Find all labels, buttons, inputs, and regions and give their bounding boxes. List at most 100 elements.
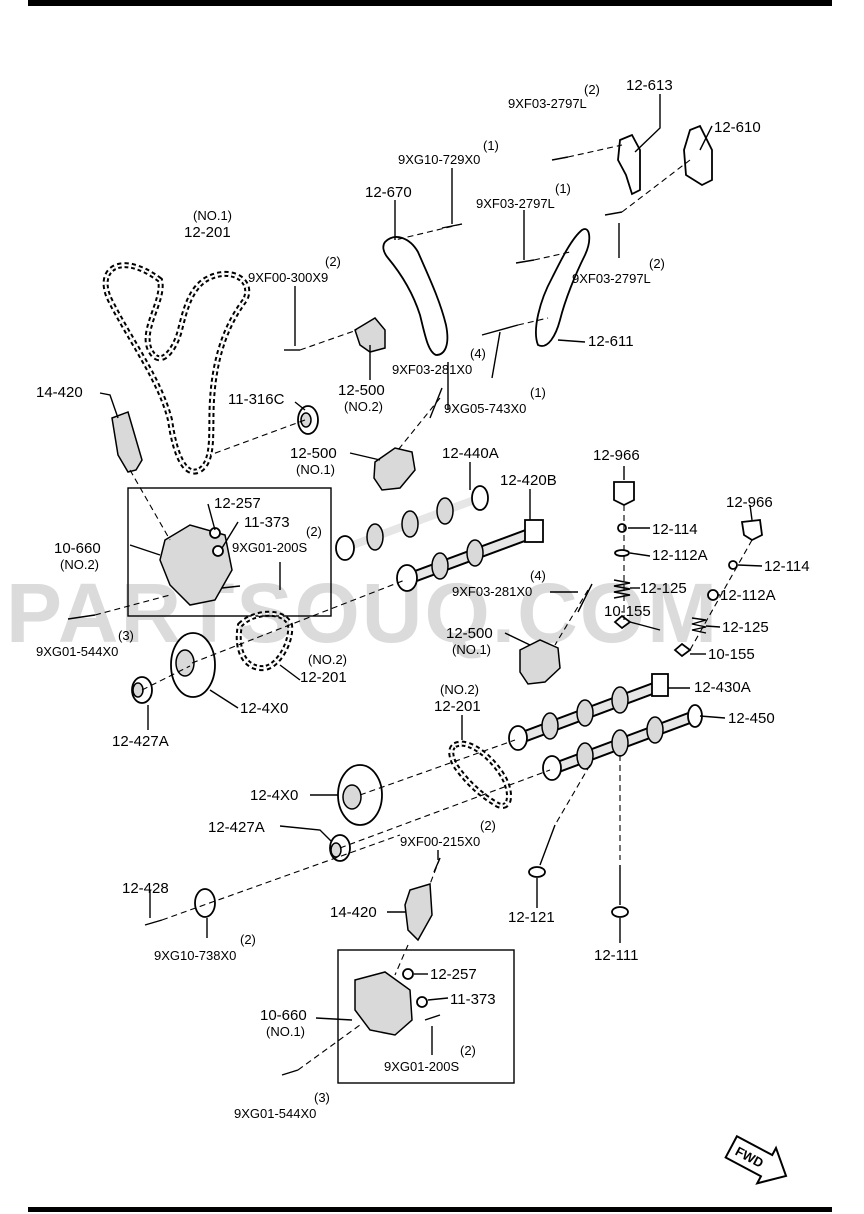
label-9xg01-200s: 9XG01-200S <box>232 540 307 555</box>
guide-bracket-12-613 <box>617 133 641 196</box>
timing-chain-no2-small <box>235 610 294 672</box>
timing-chain-no2-lower <box>448 740 513 809</box>
label-12-500: 12-500 <box>446 625 493 642</box>
label-qty: (3) <box>314 1090 330 1105</box>
label-9xf03-2797l: 9XF03-2797L <box>476 196 555 211</box>
label-12-966: 12-966 <box>593 447 640 464</box>
label-qty: (4) <box>530 568 546 583</box>
label-12-500: 12-500 <box>290 445 337 462</box>
chain-guide-12-670 <box>382 236 449 356</box>
label-12-121: 12-121 <box>508 909 555 926</box>
label-9xg10-729x0: 9XG10-729X0 <box>398 152 480 167</box>
label-no1: (NO.1) <box>193 208 232 223</box>
retainer-12-114-right <box>728 560 738 570</box>
spring-12-125-right <box>691 617 707 634</box>
label-qty: (2) <box>460 1043 476 1058</box>
label-12-428: 12-428 <box>122 880 169 897</box>
spring-12-125-left <box>613 579 631 599</box>
label-12-427a: 12-427A <box>112 733 169 750</box>
camshaft-12-430a <box>508 673 669 751</box>
label-qty: (2) <box>584 82 600 97</box>
valve-12-121 <box>528 824 556 878</box>
bolt-9xf03-2797l-right <box>604 211 623 216</box>
oil-control-valve-box-no2 <box>127 487 332 617</box>
label-12-112a: 12-112A <box>652 547 708 564</box>
label-12-450: 12-450 <box>728 710 775 727</box>
bolt-12-428 <box>144 919 163 926</box>
ocv-body-10-660-no1 <box>354 971 413 1036</box>
label-12-257: 12-257 <box>214 495 261 512</box>
label-10-660: 10-660 <box>260 1007 307 1024</box>
label-12-111: 12-111 <box>594 947 638 964</box>
seal-10-155-right <box>673 642 692 658</box>
label-12-4x0: 12-4X0 <box>240 700 288 717</box>
leader-lines <box>99 94 763 1055</box>
retainer-12-114-left <box>617 523 627 533</box>
label-qty: (2) <box>240 932 256 947</box>
camshaft-12-440a <box>335 485 489 561</box>
camshaft-12-420b <box>396 519 544 592</box>
seal-11-316c <box>297 405 319 435</box>
ocv-body-10-660-no2 <box>159 524 233 606</box>
label-qty: (1) <box>555 181 571 196</box>
label-14-420: 14-420 <box>36 384 83 401</box>
washer-12-257-lower <box>402 968 414 980</box>
lash-adjuster-12-966-left <box>613 481 635 507</box>
label-9xg10-738x0: 9XG10-738X0 <box>154 948 236 963</box>
bolt-9xf03-281x0-upper <box>429 387 443 419</box>
label-qty: (1) <box>530 385 546 400</box>
o-ring-11-373-upper <box>212 545 224 557</box>
label-12-114: 12-114 <box>652 521 698 538</box>
label-9xf03-281x0: 9XF03-281X0 <box>452 584 532 599</box>
label-12-670: 12-670 <box>365 184 412 201</box>
vvt-sprocket-12-4x0-upper <box>170 632 216 698</box>
label-no2: (NO.2) <box>60 557 99 572</box>
oil-control-valve-box-no1 <box>337 949 515 1084</box>
label-qty: (3) <box>118 628 134 643</box>
assembly-lines <box>94 144 753 1071</box>
valve-12-111 <box>611 865 629 918</box>
o-ring-11-373-lower <box>416 996 428 1008</box>
label-12-4x0: 12-4X0 <box>250 787 298 804</box>
label-no2: (NO.2) <box>344 399 383 414</box>
oil-control-valve-14-420-upper <box>111 411 143 473</box>
label-9xg01-544x0: 9XG01-544X0 <box>234 1106 316 1121</box>
label-9xg05-743x0: 9XG05-743X0 <box>444 401 526 416</box>
label-10-155: 10-155 <box>604 603 651 620</box>
label-12-430a: 12-430A <box>694 679 751 696</box>
label-12-201: 12-201 <box>184 224 231 241</box>
label-no2: (NO.2) <box>308 652 347 667</box>
bolt-9xf03-2797l-mid <box>515 259 535 264</box>
label-no1: (NO.1) <box>266 1024 305 1039</box>
label-12-420b: 12-420B <box>500 472 557 489</box>
label-12-125: 12-125 <box>722 619 769 636</box>
bolt-9xg01-544x0-lower <box>281 1069 299 1076</box>
label-qty: (4) <box>470 346 486 361</box>
valve-seat-12-112a-left <box>614 549 630 557</box>
label-12-201: 12-201 <box>434 698 481 715</box>
label-qty: (2) <box>306 524 322 539</box>
label-12-201: 12-201 <box>300 669 347 686</box>
label-12-114: 12-114 <box>764 558 810 575</box>
label-9xg01-200s: 9XG01-200S <box>384 1059 459 1074</box>
label-11-373: 11-373 <box>244 514 290 531</box>
bolt-9xg01-200s-lower <box>424 1014 441 1021</box>
label-9xf03-2797l: 9XF03-2797L <box>572 271 651 286</box>
label-9xf03-2797l: 9XF03-2797L <box>508 96 587 111</box>
valve-seat-12-112a-right <box>707 589 719 601</box>
label-12-611: 12-611 <box>588 333 634 350</box>
bolt-9xg05-743x0 <box>481 324 519 336</box>
label-9xf03-281x0: 9XF03-281X0 <box>392 362 472 377</box>
chain-tensioner-12-500-no1-lower <box>519 639 561 685</box>
pulley-12-428 <box>194 888 216 918</box>
fwd-direction-arrow: FWD <box>724 1134 788 1185</box>
label-no1: (NO.1) <box>296 462 335 477</box>
label-12-610: 12-610 <box>714 119 761 136</box>
label-12-125: 12-125 <box>640 580 687 597</box>
label-12-966: 12-966 <box>726 494 773 511</box>
top-border <box>28 0 832 6</box>
label-no1: (NO.1) <box>452 642 491 657</box>
label-qty: (1) <box>483 138 499 153</box>
camshaft-12-450 <box>542 704 703 781</box>
chain-tensioner-12-500-no2 <box>354 317 386 353</box>
